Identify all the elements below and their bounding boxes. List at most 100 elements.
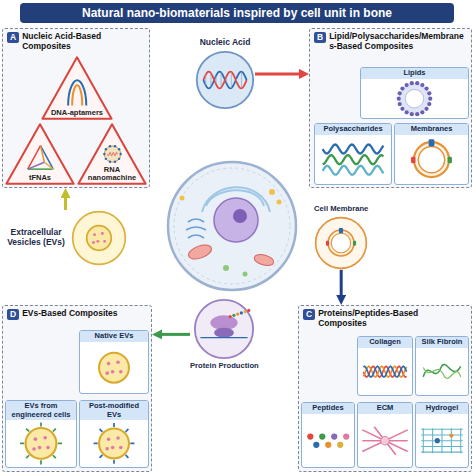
rna-icon-part <box>104 148 106 150</box>
ev-icon-part <box>119 370 123 374</box>
ev2-icon-part <box>43 436 47 440</box>
lipo-icon-part <box>420 83 424 87</box>
ev2-icon-part <box>26 429 29 432</box>
cell-body <box>168 162 296 290</box>
ev3-icon-part <box>100 455 103 458</box>
collagen-icon <box>363 366 406 377</box>
helix-icon-part <box>226 77 227 83</box>
helix-icon-part <box>210 73 211 87</box>
peptide-icon <box>307 433 349 448</box>
ev2-icon-part <box>38 446 42 450</box>
aptamer-icon-part <box>68 80 86 105</box>
collagen-icon-part <box>363 366 406 377</box>
panel-header: CProteins/Peptides-Based Composites <box>299 306 471 329</box>
material-label: ECM <box>358 403 412 414</box>
frame-icon-part <box>44 162 53 169</box>
figure-title: Natural nano-biomaterials inspired by ce… <box>20 3 454 23</box>
material-icon <box>302 414 354 467</box>
nucleolus <box>233 209 247 223</box>
ribo-icon-part <box>214 328 234 338</box>
aptamer-icon <box>68 80 86 105</box>
lipo-icon-part <box>410 81 414 85</box>
material-icon <box>361 79 468 118</box>
memb-icon-part <box>328 230 354 256</box>
lipo-icon-part <box>405 110 409 114</box>
peptide-icon-part <box>337 441 343 447</box>
mitochondrion <box>253 253 275 268</box>
ev3-icon-part <box>99 429 129 459</box>
rna-icon-part <box>117 158 119 160</box>
ev3-icon-part <box>94 443 98 445</box>
circle-outline-part <box>326 228 356 256</box>
lipo-icon-part <box>405 83 409 87</box>
ribo-icon-part <box>229 315 232 318</box>
ev2-icon-part <box>20 443 24 445</box>
material-label: Membranes <box>395 124 468 135</box>
material-tile: Lipids <box>360 67 469 119</box>
ev3-icon-part <box>126 429 129 432</box>
circle-outline-part <box>73 212 126 265</box>
material-label: Hydrogel <box>416 403 468 414</box>
circle-shape <box>71 210 127 266</box>
rna-icon-part <box>107 152 117 155</box>
source-label: Cell Membrane <box>314 205 368 214</box>
ev2-icon-part <box>26 456 29 459</box>
panel-heading: Proteins/Peptides-Based Composites <box>318 309 467 329</box>
panel-heading: Nucleic Acid-Based Composites <box>22 32 145 52</box>
source-label: Nucleic Acid <box>200 38 251 48</box>
ev-icon-part <box>96 240 99 243</box>
ribo-icon-part <box>240 311 243 314</box>
lipo-icon-part <box>427 102 431 106</box>
lipo-icon-part <box>415 81 419 85</box>
circle-outline <box>195 50 255 110</box>
triangle-outline-part <box>42 57 111 118</box>
ev2-icon-part <box>26 428 57 459</box>
ev-icon-part <box>101 232 104 235</box>
material-tile: Peptides <box>301 402 355 468</box>
rna-icon-part <box>108 161 110 163</box>
helix-icon <box>203 71 246 88</box>
poly-icon-part <box>323 144 384 153</box>
lipo-icon-part <box>405 89 423 107</box>
source-circle: Nucleic Acid <box>195 38 255 110</box>
ribo-icon-part <box>236 313 239 316</box>
gel-icon-part <box>421 451 463 452</box>
memb-icon <box>326 228 356 256</box>
poly-icon-part <box>323 155 384 164</box>
material-label: Lipids <box>361 68 468 79</box>
aptamer-icon-part <box>72 85 82 105</box>
material-label: Polysaccharides <box>315 124 391 135</box>
vesicle-dot <box>277 200 282 205</box>
frame-icon-part <box>27 146 40 170</box>
ev3-icon-part <box>119 446 123 450</box>
lipo-icon-part <box>427 91 431 95</box>
lipo-icon-part <box>420 110 424 114</box>
triangle-box: DNA-aptamers <box>41 56 113 120</box>
panel-header: DEVs-Based Composites <box>3 306 151 320</box>
material-label: tFNAs <box>29 174 51 182</box>
vesicle-dot <box>223 265 229 271</box>
source-circle: Protein Production <box>190 298 259 371</box>
material-icon <box>416 348 468 395</box>
rna-icon-part <box>113 145 115 147</box>
ev2-icon <box>20 423 62 465</box>
poly-icon-part <box>323 165 384 174</box>
lipo-icon-part <box>398 102 402 106</box>
nucleus <box>214 198 258 242</box>
ev3-icon <box>94 423 135 464</box>
helix-icon-part <box>241 71 242 88</box>
ev3-icon-part <box>130 443 134 445</box>
ev-icon <box>87 226 112 251</box>
ev2-icon-part <box>58 443 62 445</box>
ev-icon-part <box>93 233 96 236</box>
ribo-icon-part <box>248 309 251 312</box>
cell-cortex <box>174 168 290 284</box>
ev-icon-part <box>103 240 106 243</box>
ev3-icon-part <box>113 460 115 464</box>
flow-arrow <box>340 270 343 299</box>
rna-icon-part <box>103 153 105 155</box>
vesicle-dot <box>269 189 275 195</box>
poly-icon <box>323 144 384 174</box>
material-icon <box>358 348 412 395</box>
ev-icon-part <box>99 352 129 382</box>
